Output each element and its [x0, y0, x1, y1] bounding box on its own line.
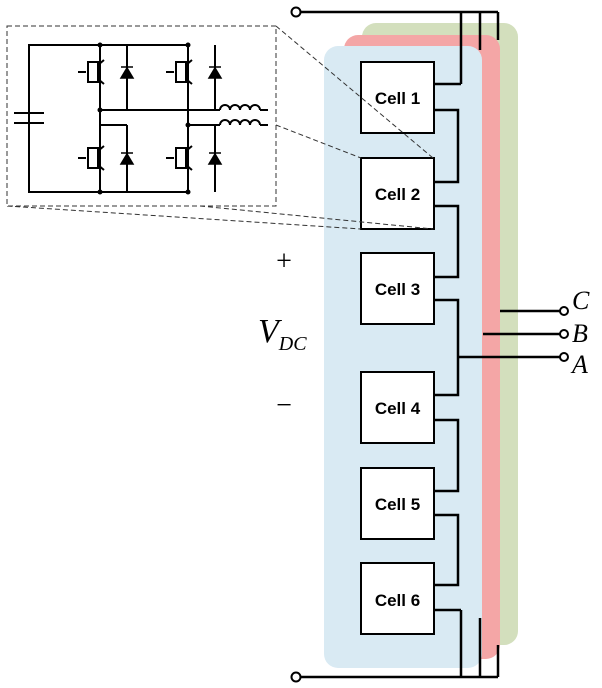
cell-6: Cell 6 [360, 562, 435, 635]
dc-minus-sign: − [276, 390, 292, 421]
phase-a-terminal [559, 352, 569, 362]
cell-4-label: Cell 4 [375, 399, 421, 418]
cell-4: Cell 4 [360, 371, 435, 444]
dc-bus-top [298, 10, 500, 84]
cell-1: Cell 1 [360, 61, 435, 134]
igbt-switch-top-left [78, 59, 105, 85]
diode-top-left [119, 66, 135, 79]
cell-1-label: Cell 1 [375, 89, 420, 108]
phase-b-terminal [559, 329, 569, 339]
diode-bottom-right [207, 152, 223, 165]
cell-3: Cell 3 [360, 252, 435, 325]
cell-6-label: Cell 6 [375, 591, 420, 610]
h-bridge-schematic [6, 25, 277, 207]
junction-dots [97, 42, 191, 195]
phase-output-wires [458, 309, 562, 359]
zoom-callout-lines [6, 25, 434, 230]
dc-minus-terminal [290, 671, 302, 683]
dc-plus-terminal [290, 6, 302, 18]
capacitor-symbol [14, 45, 44, 192]
diode-bottom-left [119, 152, 135, 165]
schematic-frame [6, 25, 277, 207]
cell-3-label: Cell 3 [375, 280, 420, 299]
igbt-switch-bottom-left [78, 145, 105, 171]
cell-5: Cell 5 [360, 467, 435, 540]
phase-c-terminal [559, 306, 569, 316]
dc-bus-bottom [298, 610, 500, 679]
igbt-switch-bottom-right [166, 145, 193, 171]
vdc-label: VDC [258, 313, 307, 355]
inductor-coils [219, 104, 268, 126]
vdc-subscript: DC [278, 333, 307, 355]
cell-2: Cell 2 [360, 157, 435, 230]
diode-top-right [207, 66, 223, 79]
phase-a-chain-wires [434, 82, 461, 612]
cell-2-label: Cell 2 [375, 185, 420, 204]
phase-c-label: C [572, 286, 590, 315]
dc-plus-sign: + [276, 246, 292, 277]
cell-5-label: Cell 5 [375, 495, 420, 514]
phase-b-label: B [572, 319, 588, 348]
igbt-switch-top-right [166, 59, 193, 85]
phase-a-label: A [570, 350, 588, 379]
